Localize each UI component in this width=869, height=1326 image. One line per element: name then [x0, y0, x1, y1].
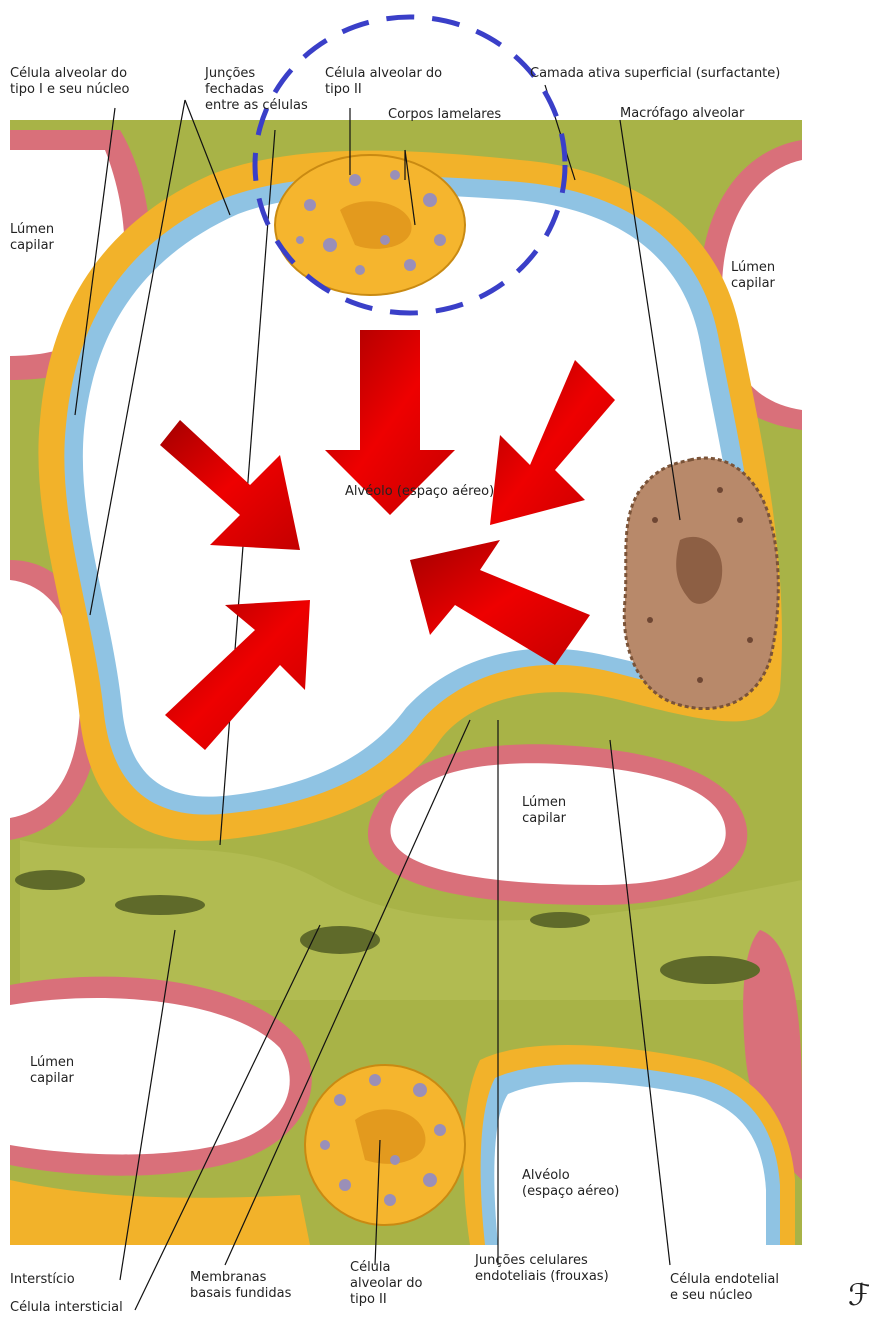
label-interstitium: Interstício [10, 1272, 75, 1288]
label-macrophage: Macrófago alveolar [620, 106, 744, 122]
artist-signature-icon: ℱ [848, 1278, 869, 1313]
label-lamellar-bodies: Corpos lamelares [388, 107, 501, 123]
label-alveolus-lower: Alvéolo(espaço aéreo) [522, 1168, 619, 1200]
alveolar-macrophage [624, 458, 778, 708]
label-interstitial-cell: Célula intersticial [10, 1300, 123, 1316]
label-surfactant: Camada ativa superficial (surfactante) [530, 66, 780, 82]
type2-cell-bottom [305, 1065, 465, 1225]
type2-cell-top [275, 155, 465, 295]
label-alveolus-center: Alvéolo (espaço aéreo) [345, 484, 494, 500]
